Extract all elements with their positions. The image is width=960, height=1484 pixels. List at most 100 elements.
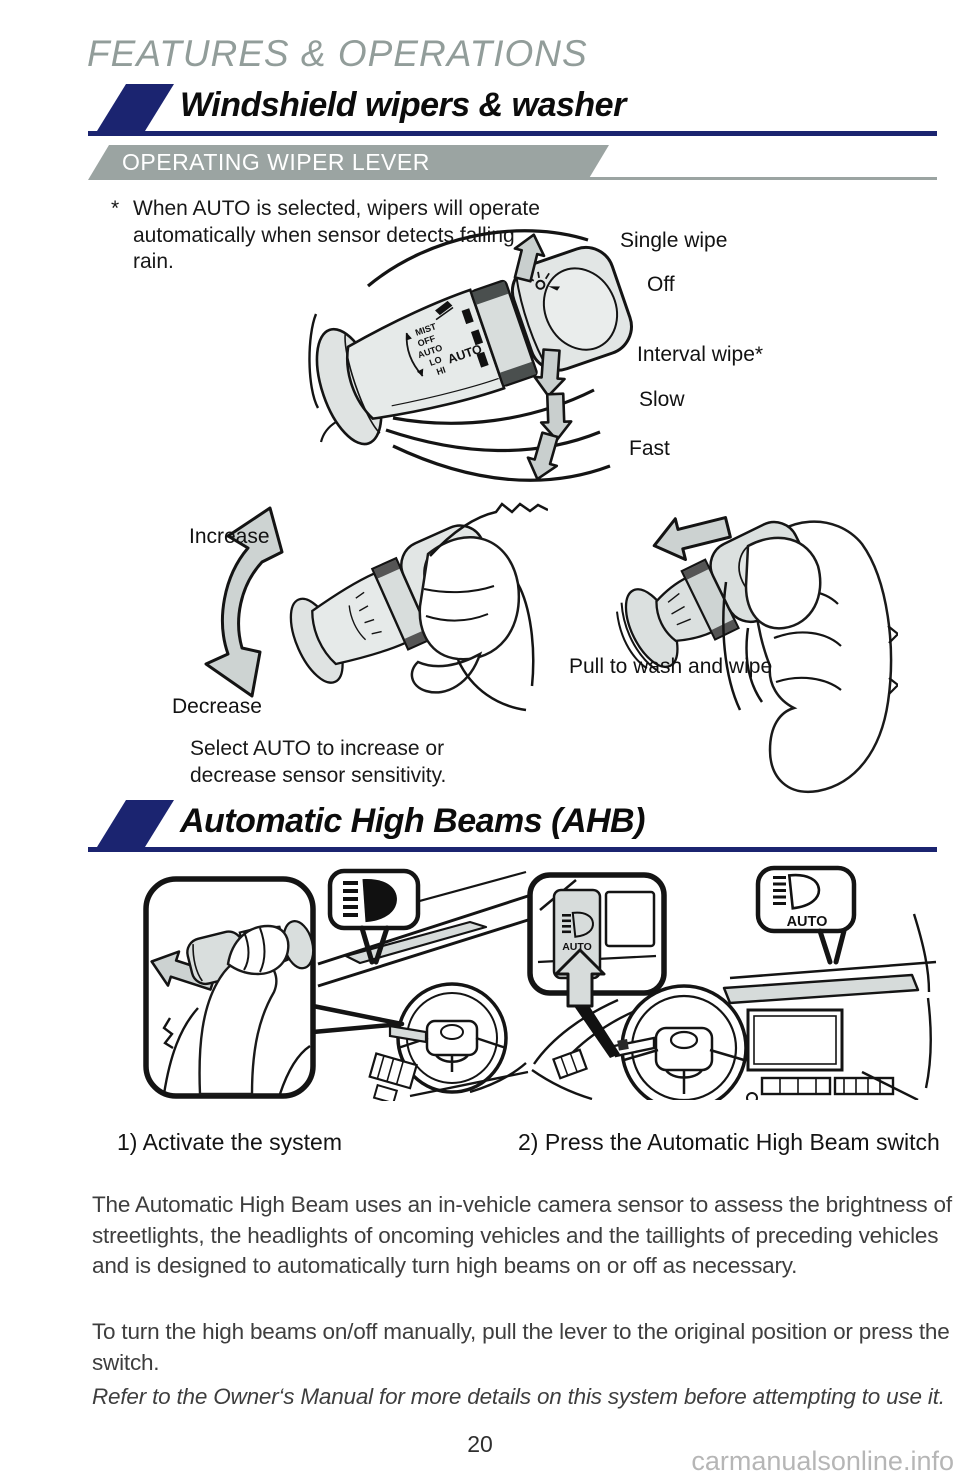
ahb-accent-parallelogram	[97, 800, 174, 847]
marking-hi: HI	[435, 365, 447, 377]
knob-shadow-arc	[308, 313, 320, 409]
index-finger-over-cap	[744, 536, 822, 630]
ahb-callout-tail	[817, 928, 847, 965]
label-fast: Fast	[629, 437, 670, 460]
label-decrease: Decrease	[172, 695, 262, 718]
dial-arc-arrowheads	[406, 332, 424, 377]
single-wipe-arrow	[513, 233, 546, 283]
speed-hatch-3	[476, 351, 489, 368]
title-accent-parallelogram	[97, 84, 174, 131]
ahb-paragraph-1: The Automatic High Beam uses an in-vehic…	[92, 1192, 952, 1278]
dial-knurl-top	[373, 559, 400, 579]
ring-knurl-top	[472, 281, 509, 305]
page-number: 20	[467, 1431, 493, 1457]
switch-pointer	[574, 1001, 620, 1058]
callout-tail	[359, 925, 390, 965]
thumb	[410, 651, 483, 694]
column-stalk	[388, 1024, 428, 1044]
banner-tail-line	[565, 177, 937, 180]
slow-curve	[385, 428, 601, 453]
side-vent	[552, 1048, 588, 1080]
callout-auto-label: AUTO	[787, 914, 828, 930]
speed-hatch-2	[470, 329, 484, 346]
label-off: Off	[647, 273, 675, 296]
footnote-auto-wipers: When AUTO is selected, wipers will opera…	[133, 197, 540, 273]
interval-arrow	[533, 348, 566, 398]
stalk-switch-detail	[617, 1039, 629, 1051]
sensitivity-dial-illustration	[204, 502, 548, 712]
pull-to-wash-illustration	[615, 516, 898, 794]
label-increase: Increase	[189, 525, 270, 548]
label-slow: Slow	[639, 388, 685, 411]
wiper-glyph-icon	[435, 300, 453, 316]
fast-curve	[392, 444, 611, 482]
a-pillar-lines	[912, 913, 932, 1089]
ahb-switch-illustration: AUTO AUTO	[527, 865, 937, 1100]
ring-knurl-bottom	[499, 361, 537, 386]
wiper-lever-illustration: MIST OFF AUTO LO HI AUTO	[308, 229, 633, 482]
lever-stalk	[346, 288, 506, 421]
high-beam-icon	[343, 879, 397, 923]
pulled-tick-marks	[667, 592, 691, 626]
page-eyebrow: FEATURES & OPERATIONS	[87, 33, 588, 74]
label-interval-wipe: Interval wipe*	[637, 343, 764, 366]
pulled-knurl-top	[683, 561, 709, 580]
windshield-base-line	[729, 960, 937, 980]
single-wipe-curve	[366, 229, 589, 288]
slow-arrow	[539, 392, 573, 442]
dial-tick-marks	[348, 591, 382, 641]
instrument-panel-strip	[722, 973, 920, 1005]
ahb-paragraph-2: To turn the high beams on/off manually, …	[92, 1319, 950, 1375]
ahb-callout-icon	[773, 873, 821, 910]
ahb-activate-illustration	[143, 868, 529, 1101]
banner-operating-wiper-lever: OPERATING WIPER LEVER	[88, 145, 609, 180]
center-display-inner	[753, 1015, 837, 1065]
dial-stalk	[311, 571, 407, 666]
press-up-arrow	[554, 948, 606, 1008]
marking-lo: LO	[428, 354, 443, 368]
dash-lower-lines	[409, 1062, 529, 1098]
interval-curve	[392, 388, 595, 425]
knob-flick-line	[319, 421, 337, 443]
watermark: carmanualsonline.info	[691, 1446, 954, 1476]
fist-knuckle-notches	[887, 625, 898, 695]
switch-auto-label: AUTO	[562, 941, 592, 953]
sensitivity-note: Select AUTO to increase or decrease sens…	[190, 737, 447, 787]
hand-sketch	[410, 502, 548, 712]
ahb-auto-icon	[562, 911, 594, 938]
wiper-glyph-line	[435, 306, 454, 321]
step1-caption: 1) Activate the system	[117, 1129, 342, 1155]
wrist-lines	[456, 583, 535, 712]
lever-dial-markings: MIST OFF AUTO LO HI	[414, 321, 447, 377]
title-rule	[88, 131, 937, 136]
section-title-wipers: Windshield wipers & washer	[180, 86, 626, 124]
footnote-asterisk: *	[111, 197, 120, 220]
ahb-paragraph-3: Refer to the Owner‘s Manual for more det…	[92, 1384, 945, 1409]
knob-motion-arcs	[615, 602, 658, 671]
thumb-lines	[722, 581, 764, 711]
inset-pointer-wedge	[310, 1003, 405, 1035]
speed-hatch-1	[461, 308, 474, 325]
fast-arrow	[526, 431, 560, 481]
ahb-callout: AUTO	[755, 865, 857, 965]
label-pull-to-wash: Pull to wash and wipe	[569, 655, 773, 678]
rotate-double-arrow	[204, 506, 284, 698]
label-single-wipe: Single wipe	[620, 229, 728, 252]
lever-ring	[470, 279, 538, 387]
cap-highlight	[542, 267, 619, 351]
dash-vent-hatch	[368, 1052, 419, 1101]
pull-arrow	[652, 516, 732, 562]
stalk-contour	[391, 377, 499, 407]
fingers-over-cap	[418, 536, 521, 661]
steering-wheel-right	[620, 984, 748, 1100]
center-display	[746, 1008, 844, 1072]
hand-top-edge	[429, 502, 548, 557]
ahb-switch-button: AUTO	[552, 888, 602, 980]
section-title-ahb: Automatic High Beams (AHB)	[180, 802, 645, 840]
steering-wheel	[396, 982, 508, 1094]
high-beam-callout	[327, 868, 421, 965]
ahb-title-rule	[88, 847, 937, 852]
step2-caption: 2) Press the Automatic High Beam switch	[518, 1129, 940, 1155]
finger-lines	[423, 585, 495, 622]
